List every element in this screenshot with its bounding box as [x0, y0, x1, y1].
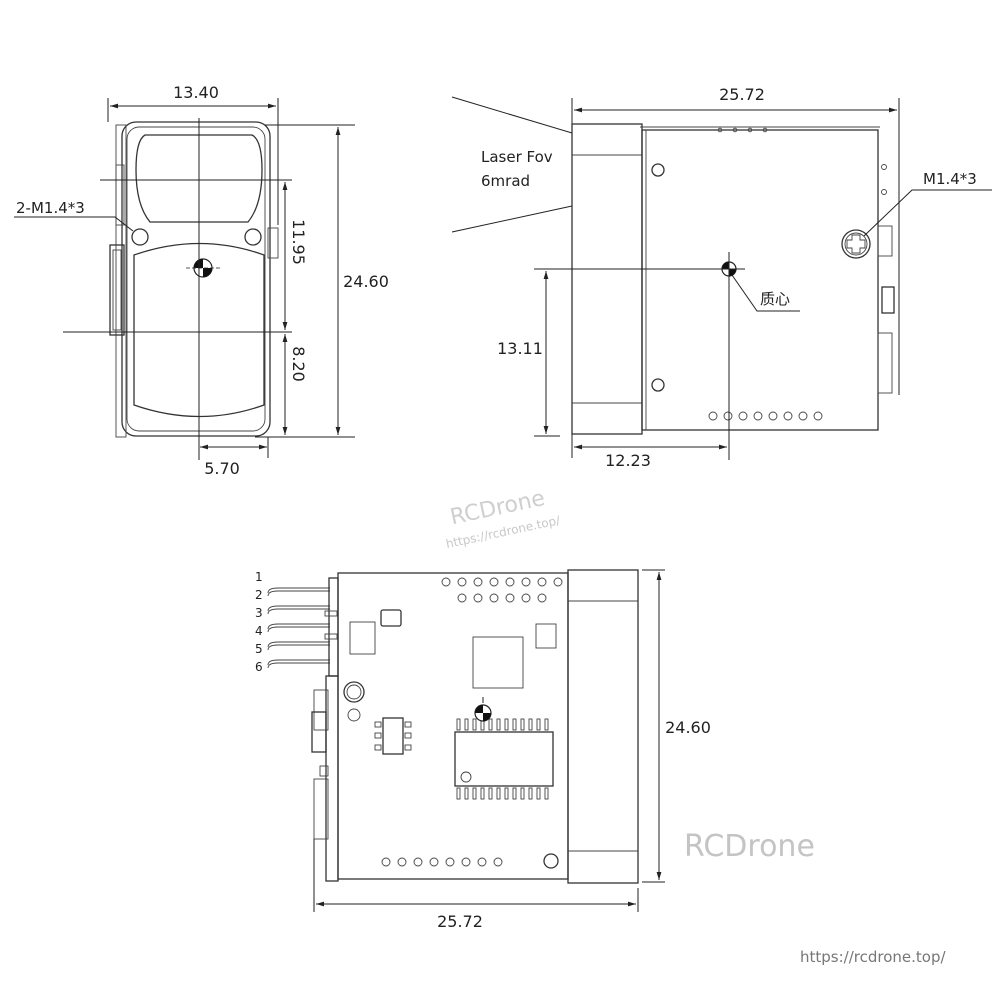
- connector-wires: [267, 587, 330, 669]
- front-lower-dim: 8.20: [289, 346, 308, 382]
- center-of-gravity-label: 质心: [760, 290, 790, 308]
- side-view: Laser Fov 6mrad M1.4*3: [451, 85, 992, 470]
- right-watermark: RCDrone: [684, 829, 815, 864]
- center-watermark: RCDrone https://rcdrone.top/: [445, 486, 563, 551]
- svg-text:1: 1: [255, 570, 263, 584]
- screw-hole-left-icon: [131, 228, 149, 246]
- front-offset-dim: 5.70: [204, 459, 240, 478]
- chip-pins: [456, 718, 549, 800]
- front-width-dim: 13.40: [173, 83, 219, 102]
- pin-labels: 1 2 3 4 5 6: [255, 570, 263, 674]
- bottom-center-of-gravity-icon: [474, 697, 492, 722]
- center-of-gravity-icon: [186, 258, 221, 278]
- side-cg-depth-dim: 12.23: [605, 451, 651, 470]
- side-length-dim: 25.72: [719, 85, 765, 104]
- screw-hole-right-icon: [244, 228, 262, 246]
- bottom-view: 1 2 3 4 5 6: [255, 569, 711, 931]
- bottom-length-dim: 25.72: [437, 912, 483, 931]
- front-screw-label: 2-M1.4*3: [16, 199, 85, 217]
- laser-fov-value: 6mrad: [481, 172, 530, 190]
- footer-url: https://rcdrone.top/: [800, 948, 946, 966]
- front-upper-dim: 11.95: [289, 219, 308, 265]
- svg-text:6: 6: [255, 660, 263, 674]
- svg-text:3: 3: [255, 606, 263, 620]
- side-cg-height-dim: 13.11: [497, 339, 543, 358]
- front-view: 13.40 24.60 11.95 8.20 5.70 2-M1.4*3: [14, 83, 389, 478]
- side-screw-label: M1.4*3: [923, 170, 977, 188]
- bottom-height-dim: 24.60: [665, 718, 711, 737]
- side-screw-icon: [841, 229, 871, 259]
- laser-fov-label: Laser Fov: [481, 148, 553, 166]
- front-height-dim: 24.60: [343, 272, 389, 291]
- svg-text:4: 4: [255, 624, 263, 638]
- svg-text:5: 5: [255, 642, 263, 656]
- svg-text:2: 2: [255, 588, 263, 602]
